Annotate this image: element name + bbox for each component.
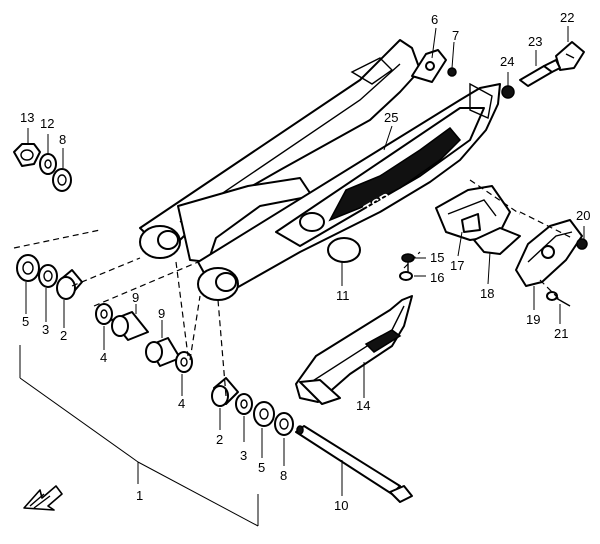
callout-5-left: 5 xyxy=(22,314,29,329)
callout-10: 10 xyxy=(334,498,348,513)
callout-12: 12 xyxy=(40,116,54,131)
callout-21: 21 xyxy=(554,326,568,341)
collar-9-lower xyxy=(145,337,181,367)
collar-8-right xyxy=(274,412,294,436)
screw-7 xyxy=(447,67,457,77)
swingarm-body xyxy=(139,39,501,301)
washer-4-left xyxy=(95,303,113,325)
callout-3-right: 3 xyxy=(240,448,247,463)
upper-bracket xyxy=(411,49,447,83)
callout-1: 1 xyxy=(136,488,143,503)
callout-22: 22 xyxy=(560,10,574,25)
callout-4-right: 4 xyxy=(178,396,185,411)
callout-7: 7 xyxy=(452,28,459,43)
part-1-bracket xyxy=(19,345,259,527)
chain-guide-bracket xyxy=(515,219,583,287)
cap-block xyxy=(555,41,585,71)
callout-3-left: 3 xyxy=(42,322,49,337)
screw-15 xyxy=(401,253,415,272)
callout-5-right: 5 xyxy=(258,460,265,475)
washer-4-right xyxy=(175,351,193,373)
callout-11: 11 xyxy=(336,288,350,303)
bearing-3-left xyxy=(38,264,58,288)
callout-labels: 1 2 2 3 3 4 4 5 5 6 7 8 8 9 9 10 11 12 1… xyxy=(20,10,590,513)
pivot-shaft xyxy=(295,425,413,503)
collar-9-upper xyxy=(111,311,149,341)
callout-13: 13 xyxy=(20,110,34,125)
callout-8-left: 8 xyxy=(59,132,66,147)
callout-6: 6 xyxy=(431,12,438,27)
spacer-2-left xyxy=(56,269,83,300)
seal-5-left xyxy=(16,254,40,282)
bolt-20 xyxy=(576,238,588,250)
chain-buffer-bracket xyxy=(435,185,511,241)
leader-lines xyxy=(25,26,585,496)
callout-9-upper: 9 xyxy=(132,290,139,305)
callout-14: 14 xyxy=(356,398,370,413)
callout-24: 24 xyxy=(500,54,514,69)
callout-2-right: 2 xyxy=(216,432,223,447)
callout-2-left: 2 xyxy=(60,328,67,343)
collar-8-left xyxy=(52,168,72,192)
assembly-lines xyxy=(13,179,573,397)
callout-15: 15 xyxy=(430,250,444,265)
callout-4-left: 4 xyxy=(100,350,107,365)
adjuster-nut xyxy=(501,85,515,99)
chain-plate xyxy=(473,227,521,255)
washer-12 xyxy=(39,153,57,175)
bearing-3-right xyxy=(235,393,253,415)
callout-18: 18 xyxy=(480,286,494,301)
callout-9-lower: 9 xyxy=(158,306,165,321)
nut-13 xyxy=(13,143,41,167)
bolt-21 xyxy=(546,291,571,307)
callout-8-right: 8 xyxy=(280,468,287,483)
seal-5-right xyxy=(253,401,275,427)
callout-25: 25 xyxy=(384,110,398,125)
front-arrow-icon xyxy=(23,485,63,511)
callout-16: 16 xyxy=(430,270,444,285)
adjuster-bolt xyxy=(519,59,561,87)
callout-23: 23 xyxy=(528,34,542,49)
callout-20: 20 xyxy=(576,208,590,223)
chain-slider xyxy=(295,295,413,405)
washer-16 xyxy=(399,271,413,281)
callout-19: 19 xyxy=(526,312,540,327)
callout-17: 17 xyxy=(450,258,464,273)
